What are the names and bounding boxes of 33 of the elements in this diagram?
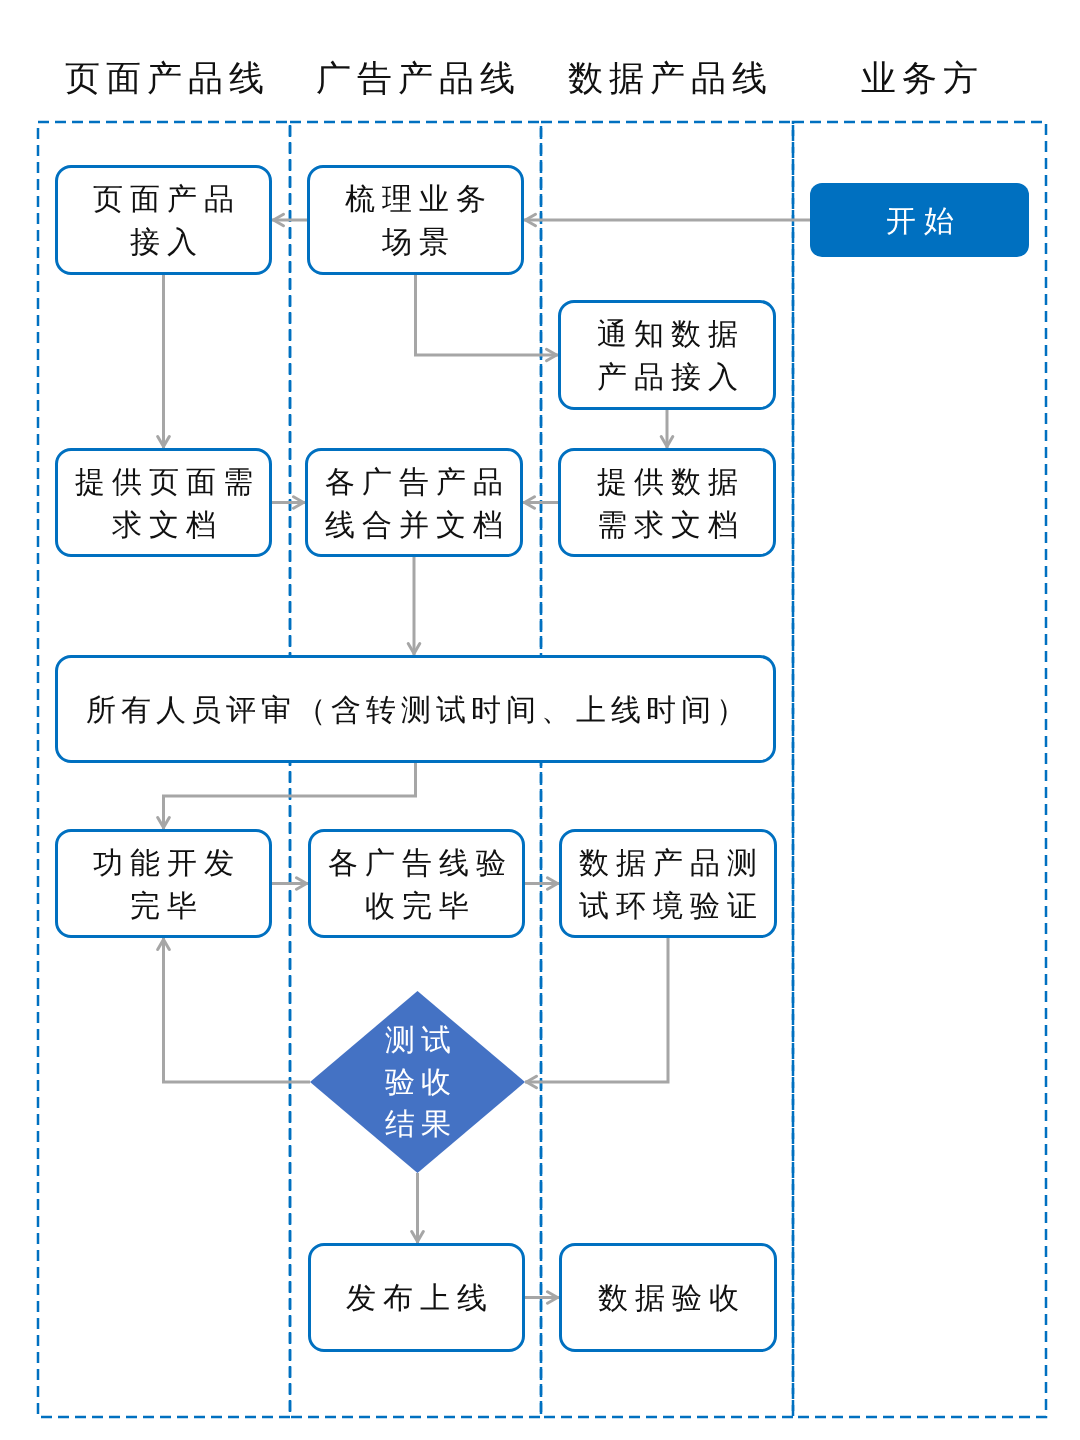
lane-title: 广告产品线	[315, 58, 521, 98]
arrow	[525, 938, 670, 1090]
lane-title: 业务方	[860, 58, 984, 98]
arrow	[156, 763, 417, 829]
process-box: 数据验收	[559, 1243, 777, 1352]
arrow	[156, 275, 171, 448]
arrow	[524, 212, 810, 228]
start-box: 开始	[810, 183, 1029, 257]
arrow	[525, 876, 559, 891]
process-box: 发布上线	[308, 1243, 525, 1352]
process-box: 各广告产品线合并文档	[305, 448, 523, 557]
lane-title: 数据产品线	[566, 58, 773, 98]
process-box: 梳理业务场景	[307, 165, 524, 275]
arrow	[272, 212, 307, 228]
process-box: 所有人员评审（含转测试时间、上线时间）	[55, 655, 776, 763]
arrow	[525, 1290, 559, 1305]
arrow	[414, 275, 558, 363]
arrow	[523, 495, 558, 510]
process-box: 通知数据产品接入	[558, 300, 776, 410]
lane-title: 页面产品线	[63, 58, 270, 98]
process-box: 功能开发完毕	[55, 829, 272, 938]
arrow	[272, 876, 308, 891]
process-box: 页面产品接入	[55, 165, 272, 275]
decision-diamond: 测试验收结果	[310, 991, 525, 1173]
arrow	[156, 938, 310, 1084]
arrow	[406, 557, 422, 655]
arrow	[410, 1173, 425, 1243]
process-box: 数据产品测试环境验证	[559, 829, 777, 938]
process-box: 各广告线验收完毕	[308, 829, 525, 938]
process-box: 提供数据需求文档	[558, 448, 776, 557]
arrow	[659, 410, 675, 448]
arrow	[272, 495, 305, 510]
process-box: 提供页面需求文档	[55, 448, 272, 557]
